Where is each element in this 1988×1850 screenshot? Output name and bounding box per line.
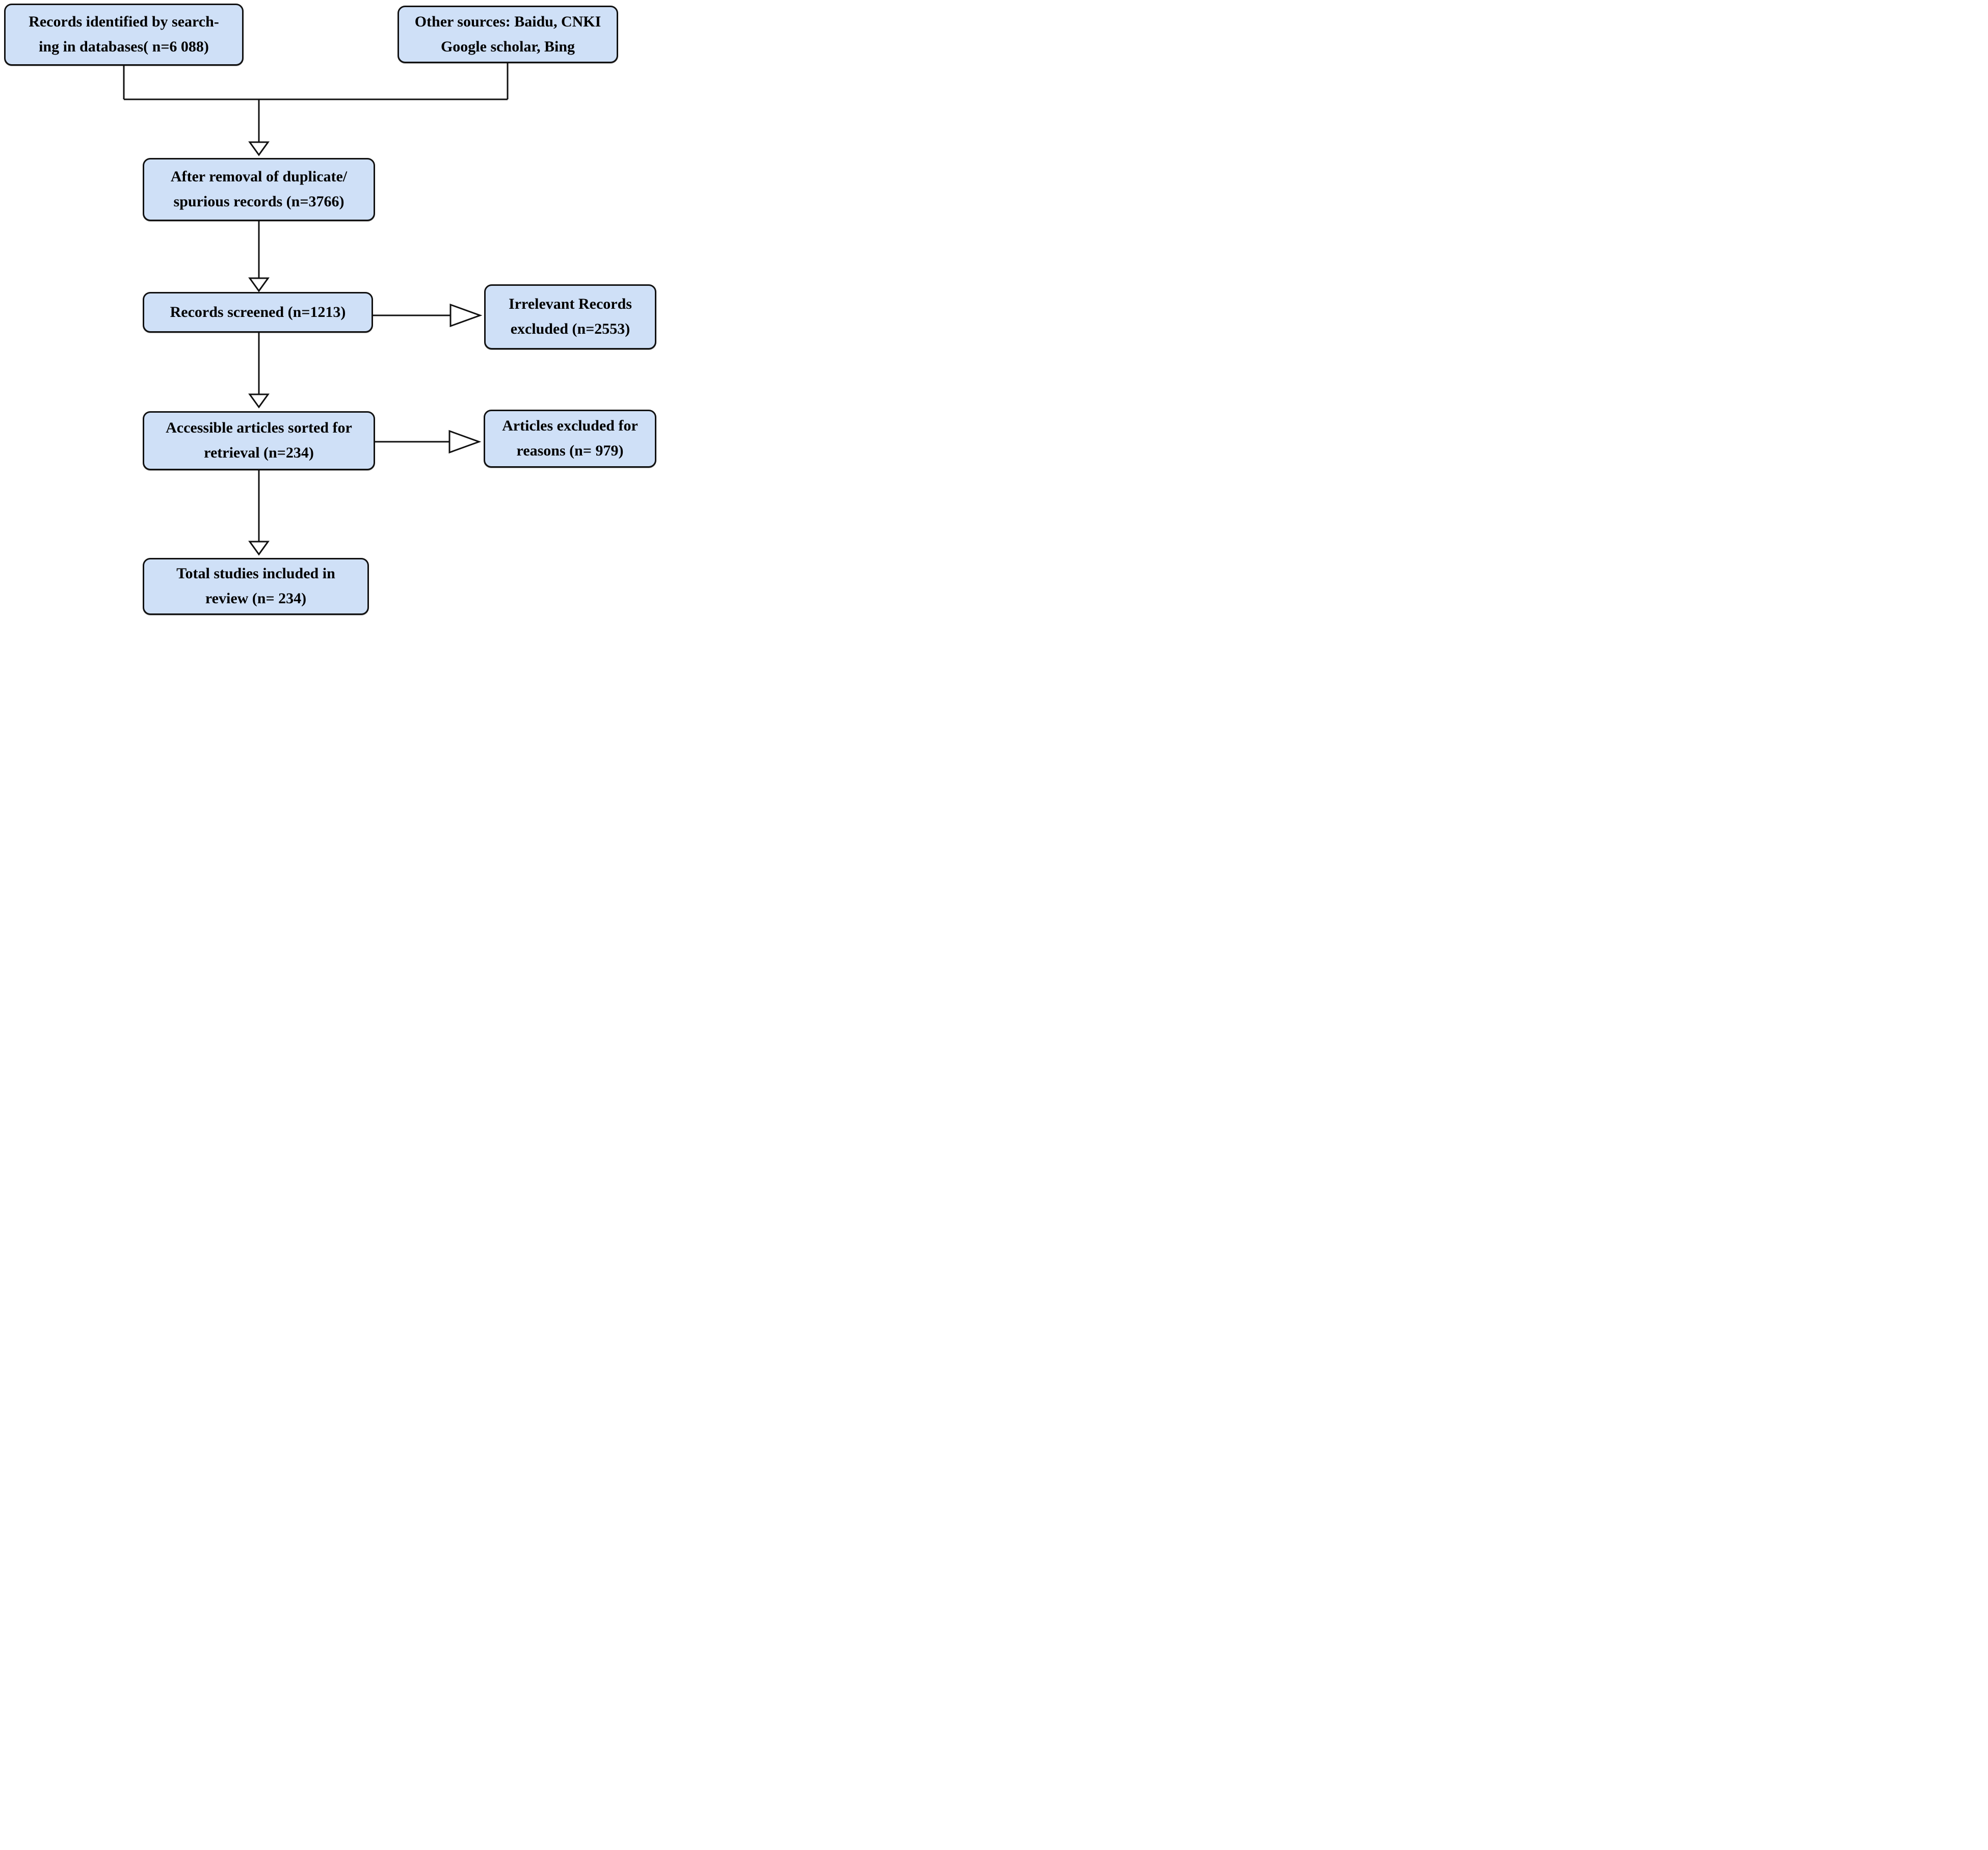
box-text-line: Google scholar, Bing <box>440 38 575 55</box>
box-text-line: Records identified by search- <box>29 13 219 31</box>
box-total-studies-included: Total studies included in review (n= 234… <box>143 558 369 615</box>
arrowhead-down-to-accessible <box>248 393 270 409</box>
box-text-line: Irrelevant Records <box>509 296 632 313</box>
box-irrelevant-records-excluded: Irrelevant Records excluded (n=2553) <box>484 284 656 350</box>
arrowhead-down-to-total <box>248 541 270 556</box>
box-text-line: Articles excluded for <box>502 417 638 435</box>
prisma-flow-diagram: Records identified by search- ing in dat… <box>0 0 662 616</box>
box-records-identified: Records identified by search- ing in dat… <box>4 4 244 66</box>
arrowhead-right-to-excluded <box>448 430 482 454</box>
box-text-line: spurious records (n=3766) <box>173 193 344 210</box>
arrowhead-down-to-after-removal <box>248 141 270 156</box>
box-text-line: Accessible articles sorted for <box>166 419 352 437</box>
box-text-line: After removal of duplicate/ <box>170 168 348 185</box>
box-after-removal: After removal of duplicate/ spurious rec… <box>143 158 375 221</box>
box-text-line: reasons (n= 979) <box>516 442 624 459</box>
box-other-sources: Other sources: Baidu, CNKI Google schola… <box>397 6 618 63</box>
box-accessible-articles: Accessible articles sorted for retrieval… <box>143 411 375 470</box>
box-articles-excluded: Articles excluded for reasons (n= 979) <box>484 410 656 468</box>
box-text-line: Other sources: Baidu, CNKI <box>414 13 601 30</box>
arrowhead-right-to-irrelevant <box>449 303 483 328</box>
box-text-line: excluded (n=2553) <box>510 320 630 337</box>
box-text-line: Records screened (n=1213) <box>170 303 346 320</box>
arrowhead-down-to-screened <box>248 277 270 292</box>
box-records-screened: Records screened (n=1213) <box>143 292 373 333</box>
box-text-line: review (n= 234) <box>205 590 307 607</box>
connector-merge-lines <box>123 63 509 142</box>
box-text-line: ing in databases( n=6 088) <box>39 38 209 55</box>
box-text-line: Total studies included in <box>176 565 335 582</box>
box-text-line: retrieval (n=234) <box>204 444 314 461</box>
